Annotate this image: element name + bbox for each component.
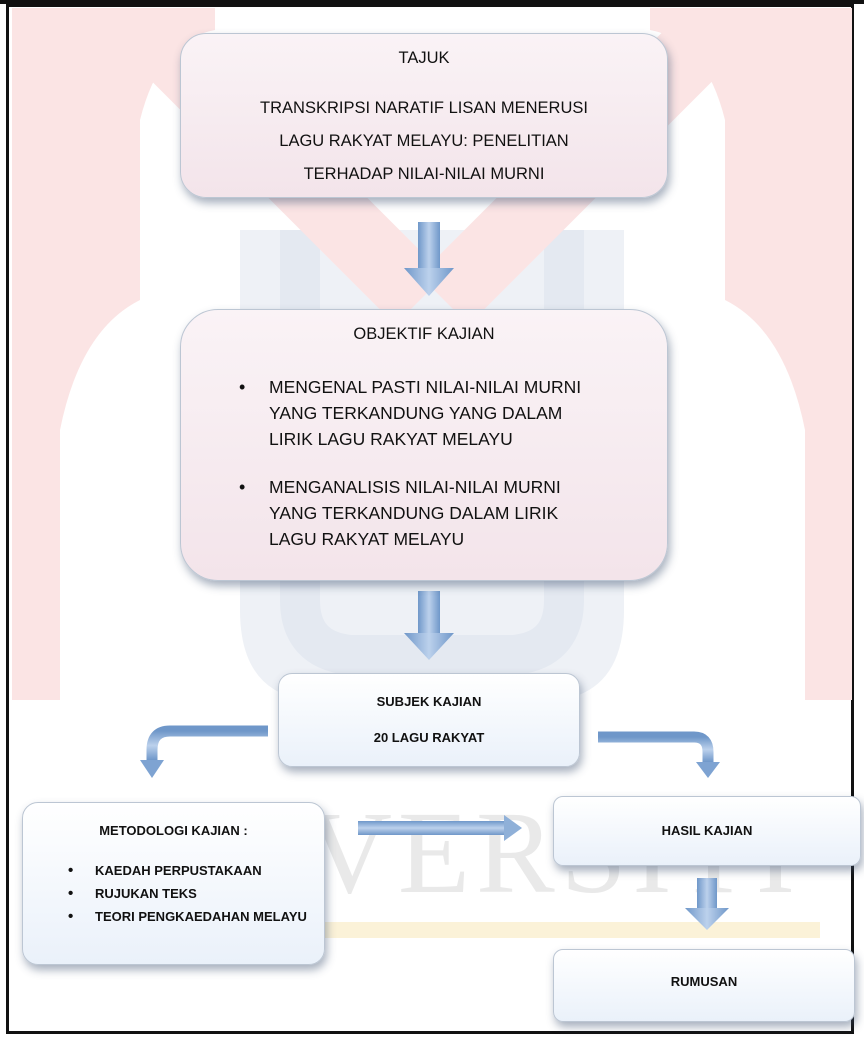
method-box: METODOLOGI KAJIAN : KAEDAH PERPUSTAKAAN … [22,802,325,965]
arrow-right [358,815,522,841]
result-label: HASIL KAJIAN [661,823,753,838]
objective-item: MENGANALISIS NILAI-NILAI MURNI YANG TERK… [239,474,609,552]
top-edge [0,0,864,4]
subject-detail: 20 LAGU RAKYAT [373,730,485,745]
objective-box: OBJEKTIF KAJIAN MENGENAL PASTI NILAI-NIL… [180,309,668,581]
objective-item: MENGENAL PASTI NILAI-NILAI MURNI YANG TE… [239,374,609,452]
method-item: KAEDAH PERPUSTAKAAN [68,861,315,881]
arrow-down-1 [404,222,454,296]
arrow-down-3 [685,878,729,930]
subject-box: SUBJEK KAJIAN 20 LAGU RAKYAT [278,673,580,767]
conclusion-label: RUMUSAN [670,974,738,989]
method-item: RUJUKAN TEKS [68,884,315,904]
objective-heading: OBJEKTIF KAJIAN [353,325,495,343]
title-line-1: TRANSKRIPSI NARATIF LISAN MENERUSI [260,99,588,117]
arrow-bent-left [140,725,268,778]
title-line-3: TERHADAP NILAI-NILAI MURNI [303,165,545,183]
subject-heading: SUBJEK KAJIAN [376,694,482,709]
conclusion-box: RUMUSAN [553,949,855,1022]
method-heading: METODOLOGI KAJIAN : [99,823,248,838]
method-list: KAEDAH PERPUSTAKAAN RUJUKAN TEKS TEORI P… [68,861,315,930]
title-line-2: LAGU RAKYAT MELAYU: PENELITIAN [279,132,569,150]
result-box: HASIL KAJIAN [553,796,861,866]
arrow-down-2 [404,591,454,660]
title-heading: TAJUK [398,49,450,67]
method-item: TEORI PENGKAEDAHAN MELAYU [68,907,315,927]
objective-list: MENGENAL PASTI NILAI-NILAI MURNI YANG TE… [239,374,609,574]
title-box: TAJUK TRANSKRIPSI NARATIF LISAN MENERUSI… [180,33,668,198]
arrow-bent-right [598,731,720,778]
